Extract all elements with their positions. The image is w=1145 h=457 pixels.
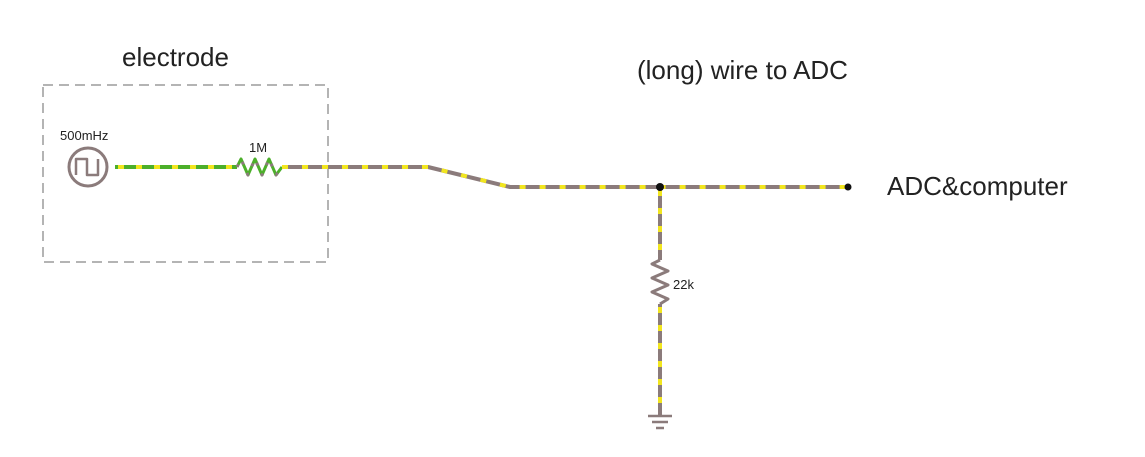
resistor-22k-icon [650, 258, 670, 306]
resistor-1m-icon [235, 157, 284, 177]
current-dots [282, 165, 848, 189]
wire-label: (long) wire to ADC [637, 55, 848, 85]
source-frequency-label: 500mHz [60, 128, 108, 143]
junction-node [656, 183, 664, 191]
electrode-box [42, 84, 329, 263]
square-wave-source-icon [67, 146, 109, 188]
electrode-label: electrode [122, 42, 229, 72]
resistor-22k-label: 22k [673, 277, 694, 292]
resistor-1m-label: 1M [249, 140, 267, 155]
ground-icon [648, 414, 672, 430]
adc-terminal-node [844, 183, 852, 191]
adc-label: ADC&computer [887, 171, 1068, 201]
wire-main [282, 165, 848, 189]
